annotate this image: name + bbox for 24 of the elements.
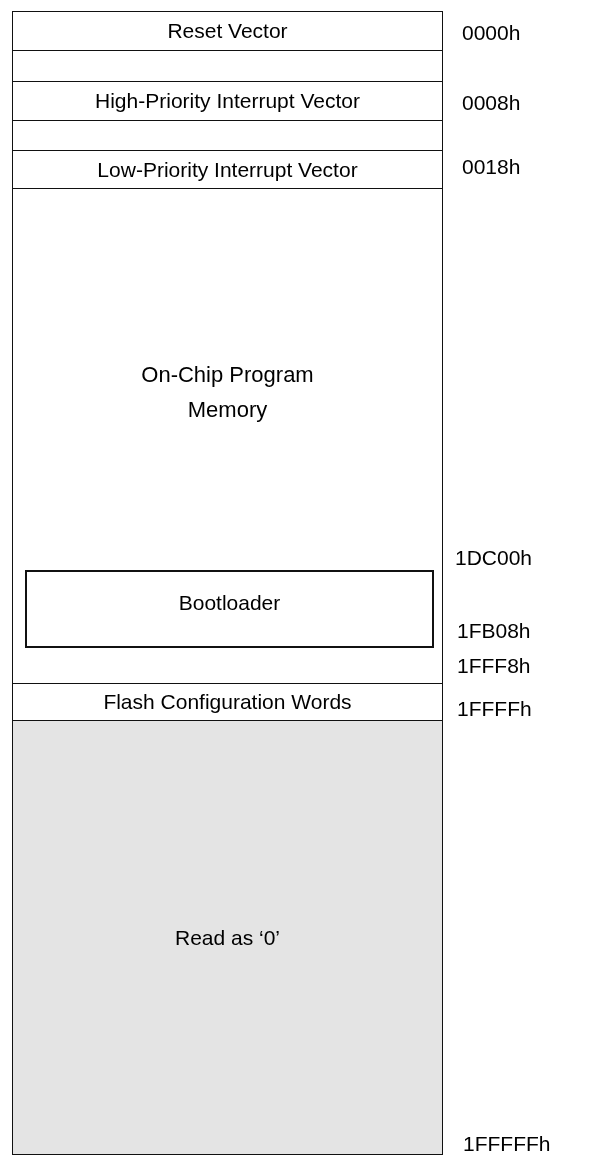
block-label: Read as ‘0’	[174, 924, 281, 951]
block-label: High-Priority Interrupt Vector	[95, 88, 360, 115]
block-label: Low-Priority Interrupt Vector	[97, 156, 358, 183]
memory-region-box	[25, 570, 434, 648]
block-label: On-Chip Program Memory	[140, 361, 315, 425]
block-label: Reset Vector	[167, 18, 288, 45]
address-label: 0018h	[462, 156, 521, 177]
memory-block	[12, 11, 443, 51]
address-label: 1FB08h	[457, 620, 531, 641]
memory-block	[12, 81, 443, 121]
address-label: 0008h	[462, 92, 521, 113]
address-label: 1FFFFh	[457, 698, 532, 719]
block-label: Flash Configuration Words	[103, 689, 352, 716]
address-label: 1FFF8h	[457, 655, 531, 676]
memory-block	[12, 720, 443, 1155]
block-label: Bootloader	[178, 590, 281, 616]
memory-block	[12, 150, 443, 189]
address-label: 0000h	[462, 22, 521, 43]
memory-block	[12, 683, 443, 721]
empty-memory-row	[12, 50, 443, 82]
address-label: 1DC00h	[455, 547, 533, 568]
address-label: 1FFFFFh	[463, 1133, 551, 1154]
empty-memory-row	[12, 120, 443, 151]
memory-block	[12, 188, 443, 684]
